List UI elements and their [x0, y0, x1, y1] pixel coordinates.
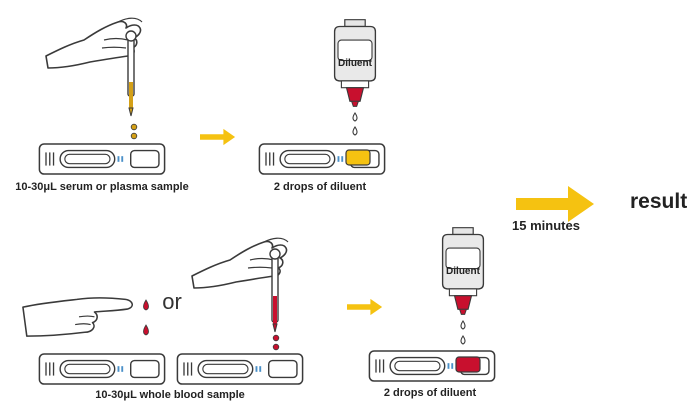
blood-caption: 10-30μL whole blood sample — [95, 389, 245, 401]
test-cassette-icon — [176, 353, 304, 385]
step2-caption: 2 drops of diluent — [274, 181, 367, 193]
hand-dropper-icon — [45, 17, 143, 117]
time-label: 15 minutes — [512, 218, 580, 233]
arrow-icon — [347, 298, 383, 316]
test-cassette-icon — [38, 143, 166, 175]
blood-drops — [272, 334, 280, 351]
test-cassette-icon — [368, 350, 496, 382]
diluent-drops — [352, 112, 358, 136]
fingertip-icon — [22, 297, 134, 337]
serum-drops — [130, 123, 138, 140]
arrow-icon — [200, 128, 236, 146]
bottle-label: Diluent — [446, 266, 481, 277]
step4-caption: 2 drops of diluent — [384, 387, 477, 399]
test-cassette-icon — [258, 143, 386, 175]
hand-dropper-icon — [191, 237, 289, 333]
test-cassette-icon — [38, 353, 166, 385]
result-label: result — [630, 190, 687, 213]
diluent-drops — [460, 320, 466, 345]
blood-drops — [143, 299, 149, 336]
step1-caption: 10-30μL serum or plasma sample — [15, 181, 188, 193]
arrow-icon — [516, 186, 594, 222]
or-label: or — [162, 289, 182, 314]
bottle-label: Diluent — [338, 58, 373, 69]
